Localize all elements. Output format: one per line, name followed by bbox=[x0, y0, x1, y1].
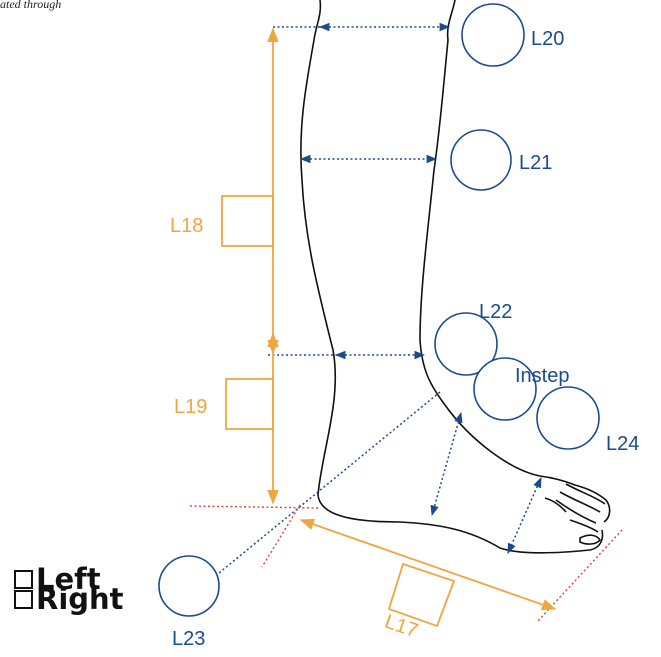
box-l18 bbox=[221, 195, 274, 247]
input-l23[interactable] bbox=[158, 555, 220, 617]
input-l20[interactable] bbox=[461, 3, 525, 67]
label-l17: L17 bbox=[382, 611, 421, 643]
left-side-option[interactable]: Left bbox=[14, 562, 101, 596]
heel-angle-line bbox=[261, 504, 301, 568]
label-l23: L23 bbox=[172, 628, 205, 650]
toenail bbox=[579, 534, 601, 545]
right-side-option[interactable]: Right bbox=[14, 582, 124, 616]
label-l19: L19 bbox=[174, 396, 207, 418]
length-arrows bbox=[221, 27, 557, 628]
input-l22[interactable] bbox=[434, 312, 498, 376]
caption-text: ated through bbox=[0, 0, 62, 11]
label-l21: L21 bbox=[519, 152, 552, 174]
label-l18: L18 bbox=[170, 215, 203, 237]
box-l17 bbox=[387, 562, 456, 628]
toe-angle-line bbox=[536, 529, 623, 623]
leg-front-line bbox=[419, 0, 611, 523]
arrow-l24 bbox=[507, 477, 542, 554]
circumference-arrows bbox=[218, 22, 542, 574]
right-checkbox[interactable] bbox=[14, 589, 33, 609]
label-instep: Instep bbox=[515, 365, 569, 387]
box-l19 bbox=[225, 378, 274, 430]
input-l24[interactable] bbox=[536, 386, 600, 450]
leg-outline bbox=[300, 0, 611, 554]
labels: L20 L21 L22 Instep L24 L23 L18 L19 L17 bbox=[170, 28, 639, 650]
label-l20: L20 bbox=[531, 28, 564, 50]
line-l23 bbox=[218, 391, 441, 574]
label-l24: L24 bbox=[606, 433, 639, 455]
toe-lines bbox=[544, 483, 606, 533]
arrow-instep bbox=[430, 411, 463, 517]
input-l21[interactable] bbox=[450, 129, 512, 191]
heel-ground-line bbox=[189, 505, 319, 509]
left-checkbox[interactable] bbox=[14, 569, 33, 589]
input-circles bbox=[158, 3, 600, 617]
label-l22: L22 bbox=[479, 301, 512, 323]
arrow-l17 bbox=[299, 518, 557, 611]
left-label: Left bbox=[36, 562, 101, 596]
right-label: Right bbox=[36, 582, 124, 616]
input-instep[interactable] bbox=[473, 357, 537, 421]
